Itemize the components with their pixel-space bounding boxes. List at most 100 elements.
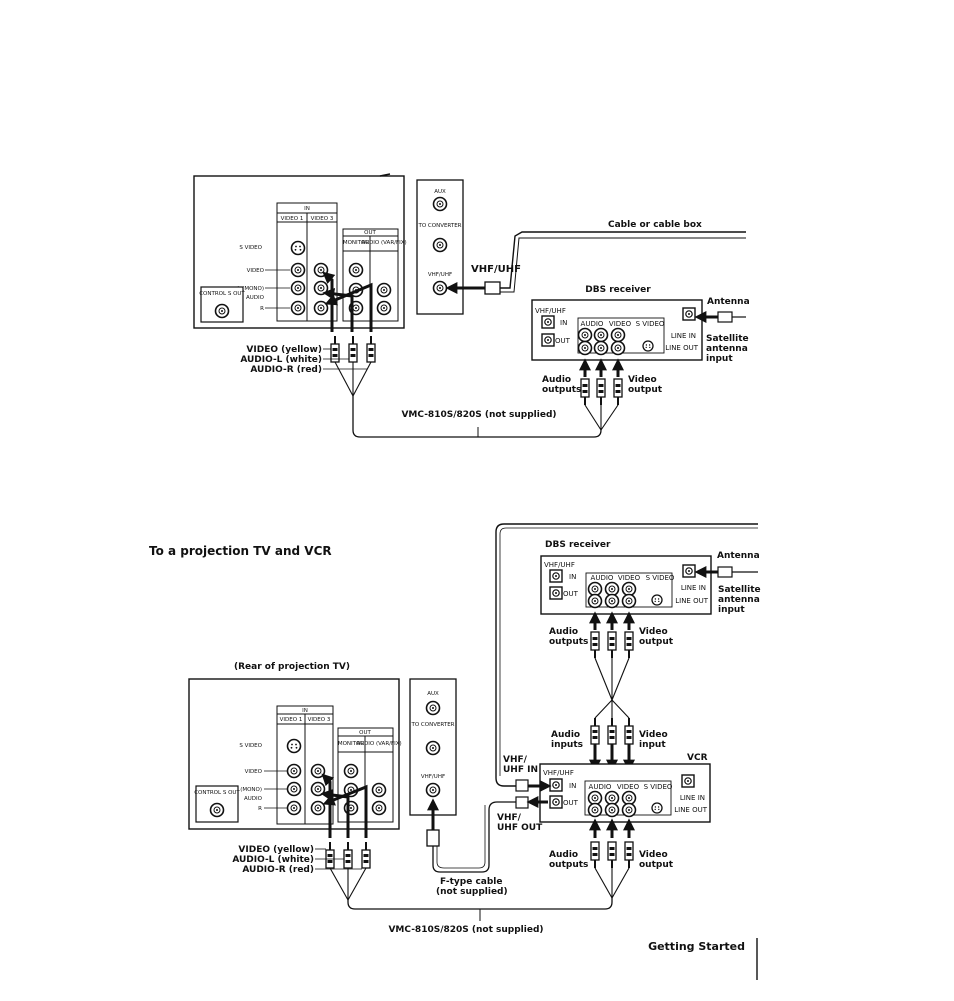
var-audio-l-jack	[376, 282, 392, 298]
audio-r-red-label-2: AUDIO-R (red)	[242, 865, 314, 875]
f-type-cable-label-b: (not supplied)	[436, 887, 508, 897]
dbs-in-label-1: IN	[560, 319, 567, 327]
dbs-line-out-label-1: LINE OUT	[665, 344, 698, 352]
tv2-video3-label: VIDEO 3	[308, 717, 331, 723]
audio-outputs-label-3b: outputs	[549, 860, 588, 870]
video-output-label-1a: Video	[628, 375, 657, 385]
dbs-audio-label-1: AUDIO	[581, 320, 604, 328]
dbs-receiver-label-2: DBS receiver	[545, 540, 611, 550]
tv2-audio-var-label: AUDIO (VAR/FIX)	[356, 741, 401, 747]
diagram2: To a projection TV and VCR (Rear of proj…	[149, 523, 761, 935]
tv-video-label: VIDEO	[247, 268, 265, 274]
vhf-uhf-in-label-b: UHF IN	[503, 765, 538, 775]
tv-rear-panel-1: IN VIDEO 1 VIDEO 3 OUT MONITOR AUDIO (VA…	[193, 173, 407, 397]
video3-audio-r-jack	[313, 300, 329, 316]
tv2-video1-label: VIDEO 1	[280, 717, 303, 723]
dbs2-video-label: VIDEO	[618, 574, 641, 582]
dbs-s-video-label-1: S VIDEO	[636, 320, 665, 328]
aux-label-2: AUX	[427, 691, 439, 697]
video-yellow-label-1: VIDEO (yellow)	[246, 345, 322, 355]
dbs2-audio-label: AUDIO	[591, 574, 614, 582]
satellite-label-1b: antenna	[706, 344, 748, 354]
cable-name-label-2: VMC-810S/820S (not supplied)	[388, 925, 543, 935]
vcr-unit: VCR VHF/UHF IN OUT AUDIO VIDEO S VIDEO L…	[539, 753, 711, 823]
audio-inputs-label-b: inputs	[551, 740, 583, 750]
tv2-s-video-label: S VIDEO	[239, 743, 262, 749]
section-title: To a projection TV and VCR	[149, 544, 332, 558]
audio-l-white-label-2: AUDIO-L (white)	[232, 855, 314, 865]
video1-jack	[290, 262, 306, 278]
dbs-line-in-label-1: LINE IN	[671, 332, 696, 340]
tv2-in-header: IN	[302, 708, 308, 714]
s-video-jack	[290, 240, 306, 256]
vcr-audio-label: AUDIO	[589, 783, 612, 791]
audio-outputs-label-3a: Audio	[549, 850, 578, 860]
vcr-line-in-label: LINE IN	[680, 794, 705, 802]
satellite-label-2b: antenna	[718, 595, 760, 605]
vcr-video-label: VIDEO	[617, 783, 640, 791]
tv2-control-s-label: CONTROL S OUT	[194, 790, 240, 796]
audio-outputs-label-1b: outputs	[542, 385, 581, 395]
satellite-label-1c: input	[706, 354, 733, 364]
audio-r-jack	[290, 300, 306, 316]
rear-projection-label: (Rear of projection TV)	[234, 662, 350, 672]
audio-outputs-label-2a: Audio	[549, 627, 578, 637]
control-s-out-label: CONTROL S OUT	[199, 291, 245, 297]
monitor-video-jack	[348, 262, 364, 278]
tv2-out-header: OUT	[359, 730, 371, 736]
tv-video3-label: VIDEO 3	[311, 216, 334, 222]
dbs2-out-label: OUT	[563, 590, 579, 598]
audio-outputs-label-2b: outputs	[549, 637, 588, 647]
to-converter-label: TO CONVERTER	[417, 223, 461, 229]
tv-in-header: IN	[304, 206, 310, 212]
dbs-vhf-label-1: VHF/UHF	[535, 307, 566, 315]
vcr-out-label: OUT	[563, 799, 579, 807]
dbs-receiver-label-1: DBS receiver	[585, 285, 651, 295]
tv2-audio-label: AUDIO	[244, 796, 263, 802]
dbs2-in-label: IN	[569, 573, 576, 581]
satellite-label-2c: input	[718, 605, 745, 615]
satellite-label-2a: Satellite	[718, 585, 761, 595]
audio-r-red-label-1: AUDIO-R (red)	[250, 365, 322, 375]
vcr-s-video-label: S VIDEO	[644, 783, 673, 791]
vhf-uhf-panel-label-2: VHF/UHF	[421, 774, 445, 780]
video-output-label-1b: output	[628, 385, 663, 395]
tv-video1-label: VIDEO 1	[281, 216, 304, 222]
vhf-uhf-in-label-a: VHF/	[503, 755, 528, 765]
audio-l-white-label-1: AUDIO-L (white)	[240, 355, 322, 365]
aux-label: AUX	[434, 189, 446, 195]
vhf-uhf-label-1: VHF/UHF	[471, 264, 521, 275]
tv-rear-panel-2: IN VIDEO 1 VIDEO 3 OUT MONITOR AUDIO (VA…	[188, 678, 402, 901]
video-output-label-2a: Video	[639, 627, 668, 637]
tv-l-mono-label: L (MONO)	[237, 286, 264, 292]
video3-audio-l-jack	[313, 280, 329, 296]
aux-panel-1: AUX TO CONVERTER VHF/UHF	[416, 179, 464, 315]
tv2-l-mono-label: L (MONO)	[235, 787, 262, 793]
dbs-video-label-1: VIDEO	[609, 320, 632, 328]
video-input-label-a: Video	[639, 730, 668, 740]
audio-inputs-label-a: Audio	[551, 730, 580, 740]
video-output-label-3b: output	[639, 860, 674, 870]
vhf-uhf-out-label-a: VHF/	[497, 813, 522, 823]
satellite-label-1a: Satellite	[706, 334, 749, 344]
tv-r-label: R	[260, 306, 264, 312]
diagram1: IN VIDEO 1 VIDEO 3 OUT MONITOR AUDIO (VA…	[193, 173, 750, 438]
vcr-vhf-label: VHF/UHF	[543, 769, 574, 777]
tv-monitor-label: MONITOR	[343, 240, 369, 246]
vcr-in-label: IN	[569, 782, 576, 790]
vcr-line-out-label: LINE OUT	[674, 806, 707, 814]
tv-audio-label: AUDIO	[246, 295, 265, 301]
video-yellow-label-2: VIDEO (yellow)	[238, 845, 314, 855]
tv2-r-label: R	[258, 806, 262, 812]
aux-panel-2: AUX TO CONVERTER VHF/UHF	[409, 678, 457, 816]
video-input-label-b: input	[639, 740, 666, 750]
vhf-uhf-panel-label: VHF/UHF	[428, 272, 452, 278]
dbs2-s-video-label: S VIDEO	[646, 574, 675, 582]
dbs-receiver-2: DBS receiver VHF/UHF IN OUT AUDIO VIDEO …	[540, 540, 712, 615]
antenna-label-1: Antenna	[707, 297, 750, 307]
dbs2-line-out-label: LINE OUT	[675, 597, 708, 605]
video-output-label-2b: output	[639, 637, 674, 647]
tv2-monitor-label: MONITOR	[338, 741, 364, 747]
cable-name-label-1: VMC-810S/820S (not supplied)	[401, 410, 556, 420]
